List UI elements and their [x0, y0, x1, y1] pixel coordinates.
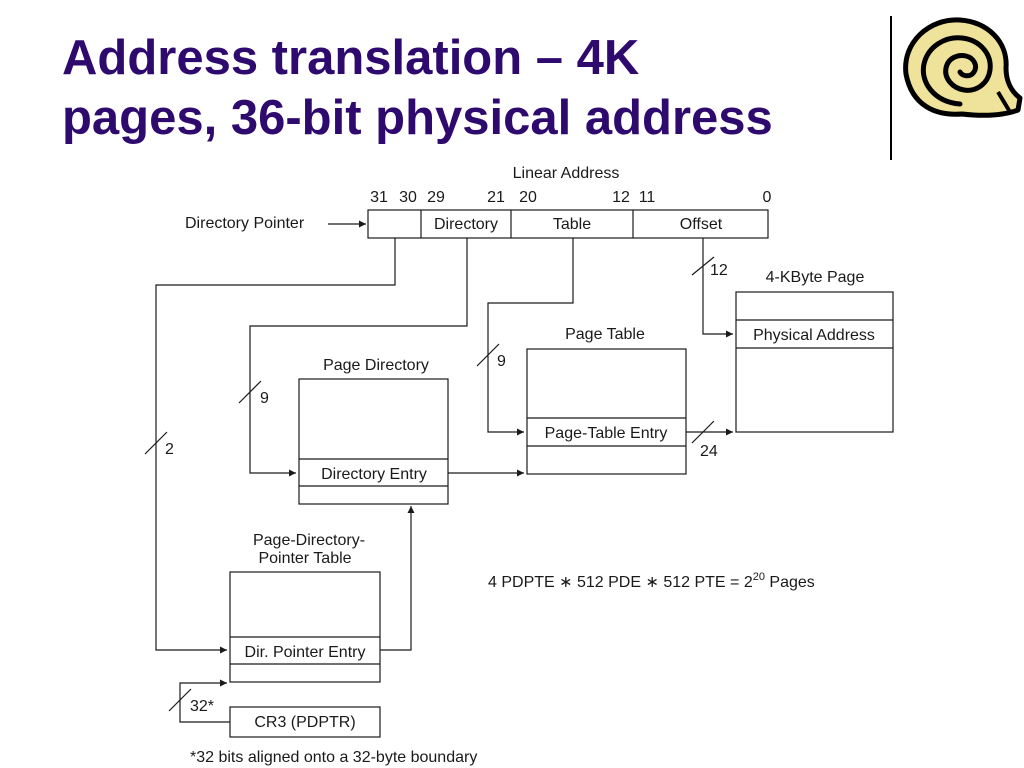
bit-30: 30 [399, 189, 417, 206]
four-kbyte-page [735, 291, 894, 433]
table-field-to-page-table-line [487, 238, 574, 436]
page-count-formula: 4 PDPTE ∗ 512 PDE ∗ 512 PTE = 220 Pages [488, 571, 815, 591]
pdpt-entry-to-page-directory-line [380, 506, 415, 651]
page-table [526, 348, 687, 475]
slide-title: Address translation – 4K pages, 36-bit p… [62, 28, 882, 148]
field-table: Table [553, 216, 591, 233]
bit-12: 12 [612, 189, 630, 206]
width-slash [168, 688, 192, 712]
physical-address-entry: Physical Address [753, 327, 875, 344]
snail-shell-icon [903, 17, 1023, 118]
width-slash [144, 431, 168, 455]
width-slash [476, 343, 500, 367]
dir-pointer-entry: Dir. Pointer Entry [245, 644, 366, 661]
page-title: 4-KByte Page [766, 269, 865, 286]
directory-field-to-page-directory-line [249, 238, 468, 477]
page-table-title: Page Table [565, 326, 645, 343]
footnote: *32 bits aligned onto a 32-byte boundary [190, 749, 477, 766]
formula-text: 4 PDPTE ∗ 512 PDE ∗ 512 PTE = 2 [488, 574, 753, 591]
physical-width-label: 24 [700, 443, 718, 460]
title-line-2: pages, 36-bit physical address [62, 91, 773, 145]
bit-0: 0 [763, 189, 772, 206]
offset-field-to-page-line [702, 238, 733, 338]
page-directory-table [298, 378, 449, 505]
page-table-entry: Page-Table Entry [545, 425, 668, 442]
title-line-1: Address translation – 4K [62, 31, 640, 85]
table-width-label: 9 [497, 353, 506, 370]
pdpt-title-line-2: Pointer Table [258, 550, 351, 567]
width-slash [691, 256, 715, 276]
cr3-to-pdpt-line [179, 679, 230, 723]
cr3-label: CR3 (PDPTR) [254, 714, 355, 731]
bit-11: 11 [639, 189, 656, 206]
directory-pointer-label: Directory Pointer [185, 215, 305, 232]
linear-address-register [367, 209, 769, 239]
pdpt-title-line-1: Page-Directory- [253, 532, 365, 549]
directory-width-label: 9 [260, 390, 269, 407]
page-directory-title: Page Directory [323, 357, 429, 374]
title-divider [890, 16, 892, 160]
pointer-width-label: 2 [165, 441, 174, 458]
formula-suffix: Pages [765, 574, 815, 591]
pointer-field-to-pdpt-line [155, 238, 396, 654]
directory-entry: Directory Entry [321, 466, 427, 483]
field-offset: Offset [680, 216, 723, 233]
field-directory: Directory [434, 216, 498, 233]
formula-exponent: 20 [753, 571, 765, 583]
page-directory-pointer-table [229, 571, 381, 683]
width-slash [691, 420, 715, 444]
offset-width-label: 12 [710, 262, 728, 279]
bit-20: 20 [519, 189, 537, 206]
width-slash [238, 380, 262, 404]
bit-29: 29 [427, 189, 445, 206]
linear-address-label: Linear Address [513, 165, 620, 182]
cr3-width-label: 32* [190, 698, 214, 715]
bit-31: 31 [370, 189, 388, 206]
bit-21: 21 [487, 189, 505, 206]
